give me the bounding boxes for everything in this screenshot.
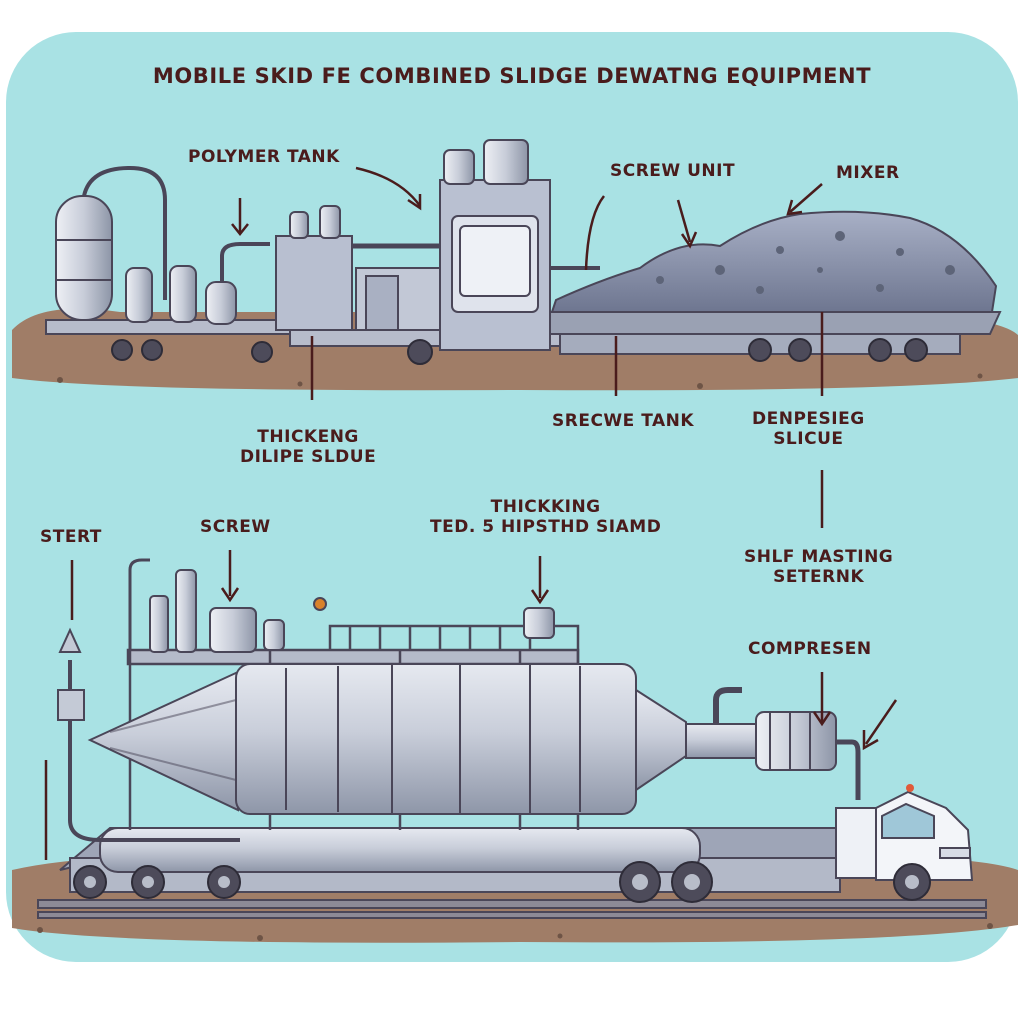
label-thickening-bottom-line2: TED. 5 HIPSTHD SIAMD [430, 516, 662, 537]
label-polymer-tank: POLYMER TANK [188, 147, 340, 167]
bottom-decanter-drum [87, 663, 687, 815]
bottom-left-pipes [57, 627, 240, 842]
top-callout-arrows [231, 166, 824, 528]
label-self-masting-line2: SETERNK [773, 566, 865, 587]
label-screw-tank: SRECWE TANK [552, 411, 695, 431]
bottom-trailer-frame [59, 827, 841, 893]
bottom-wheel-hubs [84, 874, 919, 890]
label-mixer: MIXER [836, 163, 900, 183]
top-small-tanks [125, 242, 270, 325]
label-screw-unit: SCREW UNIT [610, 161, 736, 181]
top-polymer-unit [275, 205, 449, 331]
bottom-rail [37, 899, 987, 919]
label-densifying: DENPESIEG SLICUE [752, 409, 865, 449]
label-self-masting: SHLF MASTING SETERNK [744, 547, 894, 587]
bottom-truck [835, 784, 974, 881]
top-screw-unit [439, 139, 600, 351]
top-sludge-pile [550, 210, 998, 313]
diagram-title: MOBILE SKID FE COMBINED SLIDGE DEWATNG E… [152, 64, 872, 88]
top-wheels [111, 338, 928, 365]
label-thickening-top: THICKENG DILIPE SLDUE [240, 427, 377, 467]
label-compressor: COMPRESEN [748, 639, 872, 659]
top-storage-tank [55, 165, 167, 321]
bottom-callout-arrows [44, 550, 898, 860]
bottom-top-tanks [128, 558, 555, 653]
label-thickening-top-line1: THICKENG [257, 427, 359, 447]
label-thickening-bottom: THICKKING TED. 5 HIPSTHD SIAMD [430, 497, 662, 537]
bottom-drive-assembly [685, 687, 861, 800]
label-start: STERT [40, 527, 102, 547]
label-thickening-bottom-line1: THICKKING [490, 497, 601, 517]
label-self-masting-line1: SHLF MASTING [744, 547, 894, 567]
bottom-wheels [73, 861, 931, 903]
label-densifying-line1: DENPESIEG [752, 409, 865, 429]
label-densifying-line2: SLICUE [773, 428, 844, 449]
label-screw: SCREW [200, 517, 271, 537]
label-thickening-top-line2: DILIPE SLDUE [240, 446, 377, 467]
